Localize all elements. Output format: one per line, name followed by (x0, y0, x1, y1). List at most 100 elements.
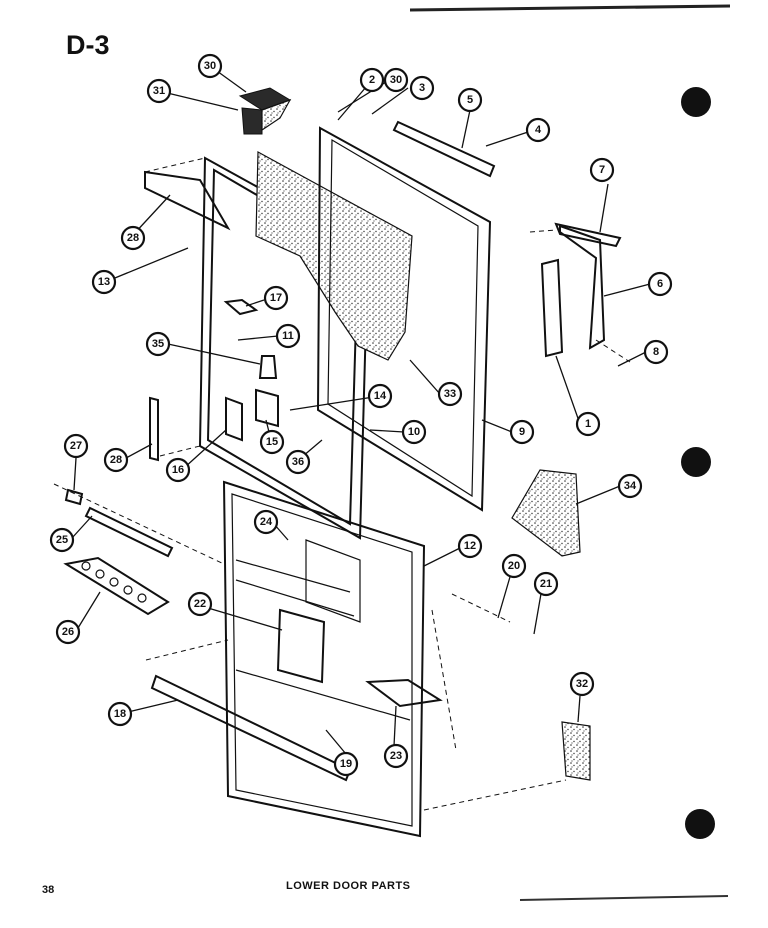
callout-c8: 8 (643, 339, 669, 365)
callout-c23: 23 (383, 743, 409, 769)
callout-circle (575, 411, 601, 437)
button-part-35 (258, 355, 278, 379)
callout-c25: 25 (49, 527, 75, 553)
callout-circle (197, 53, 223, 79)
callout-circle (643, 339, 669, 365)
callout-label: 33 (444, 388, 456, 400)
callout-circle (525, 117, 551, 143)
callout-c5: 5 (457, 87, 483, 113)
callout-c11: 11 (275, 323, 301, 349)
callout-label: 30 (390, 74, 402, 86)
callout-label: 10 (408, 426, 420, 438)
callout-circle (647, 271, 673, 297)
callout-label: 25 (56, 534, 68, 546)
callout-c36: 36 (285, 449, 311, 475)
rail-part-25 (84, 506, 174, 558)
callout-circle (285, 449, 311, 475)
callout-c3: 3 (409, 75, 435, 101)
callout-circle (187, 591, 213, 617)
callout-c7: 7 (589, 157, 615, 183)
binder-hole-1 (681, 87, 711, 117)
callout-c26: 26 (55, 619, 81, 645)
callout-c20: 20 (501, 553, 527, 579)
callout-label: 7 (599, 164, 605, 176)
breaker-strip-top-part-28 (144, 170, 231, 231)
bracket-part-15 (255, 388, 279, 428)
strip-part-32 (561, 721, 591, 781)
callout-c2: 2 (359, 67, 385, 93)
callout-label: 36 (292, 456, 304, 468)
callout-label: 26 (62, 626, 74, 638)
callout-c15: 15 (259, 429, 285, 455)
callout-c1: 1 (575, 411, 601, 437)
callout-label: 28 (127, 232, 139, 244)
callout-c33: 33 (437, 381, 463, 407)
switch-plate-part-16 (225, 396, 243, 442)
side-trim-part-6 (559, 224, 606, 350)
callout-c13: 13 (91, 269, 117, 295)
callout-label: 34 (624, 480, 637, 492)
callout-c6: 6 (647, 271, 673, 297)
callout-circle (569, 671, 595, 697)
callout-label: 12 (464, 540, 476, 552)
callout-label: 8 (653, 346, 659, 358)
callout-label: 24 (260, 516, 273, 528)
callout-circle (49, 527, 75, 553)
callout-c34: 34 (617, 473, 643, 499)
callout-c17: 17 (263, 285, 289, 311)
callout-c31: 31 (146, 78, 172, 104)
callout-label: 23 (390, 750, 402, 762)
side-cap-part-7 (554, 222, 622, 248)
page-number: 38 (42, 884, 55, 896)
callout-label: 5 (467, 94, 473, 106)
callout-circle (367, 383, 393, 409)
callout-circle (103, 447, 129, 473)
foam-insulation-part-33 (255, 151, 413, 361)
foam-block-part-34 (511, 469, 581, 557)
callout-c30a: 30 (197, 53, 223, 79)
callout-label: 21 (540, 578, 552, 590)
callout-label: 2 (369, 74, 375, 86)
callout-circle (107, 701, 133, 727)
callout-label: 13 (98, 276, 110, 288)
callout-circle (275, 323, 301, 349)
callout-circle (359, 67, 385, 93)
callout-c35: 35 (145, 331, 171, 357)
callout-label: 19 (340, 758, 352, 770)
callout-label: 31 (153, 85, 165, 97)
callout-c21: 21 (533, 571, 559, 597)
callout-label: 22 (194, 598, 206, 610)
handle-bracket-part-31 (238, 87, 292, 135)
binder-hole-2 (681, 447, 711, 477)
callout-label: 17 (270, 292, 282, 304)
callout-label: 14 (374, 390, 387, 402)
callout-circle (457, 87, 483, 113)
callout-c16: 16 (165, 457, 191, 483)
scan-edge-bottom (519, 895, 729, 901)
egg-tray-part-26 (63, 556, 170, 616)
callout-label: 32 (576, 678, 588, 690)
clip-part-17 (223, 298, 259, 316)
callout-circle (617, 473, 643, 499)
callout-label: 20 (508, 560, 520, 572)
scan-edge-top (409, 4, 731, 12)
callout-c19: 19 (333, 751, 359, 777)
callout-circle (457, 533, 483, 559)
callout-c22: 22 (187, 591, 213, 617)
callout-circle (259, 429, 285, 455)
callout-circle (263, 285, 289, 311)
outer-door-panel-part-9 (316, 126, 492, 512)
callout-c28a: 28 (120, 225, 146, 251)
callout-circle (383, 743, 409, 769)
callout-c24: 24 (253, 509, 279, 535)
callout-circle (55, 619, 81, 645)
callout-label: 6 (657, 278, 663, 290)
top-trim-part-5 (392, 120, 496, 178)
callout-label: 11 (282, 330, 294, 342)
callout-circle (165, 457, 191, 483)
callout-label: 16 (172, 464, 184, 476)
callout-label: 15 (266, 436, 278, 448)
callout-label: 18 (114, 708, 126, 720)
callout-c32: 32 (569, 671, 595, 697)
